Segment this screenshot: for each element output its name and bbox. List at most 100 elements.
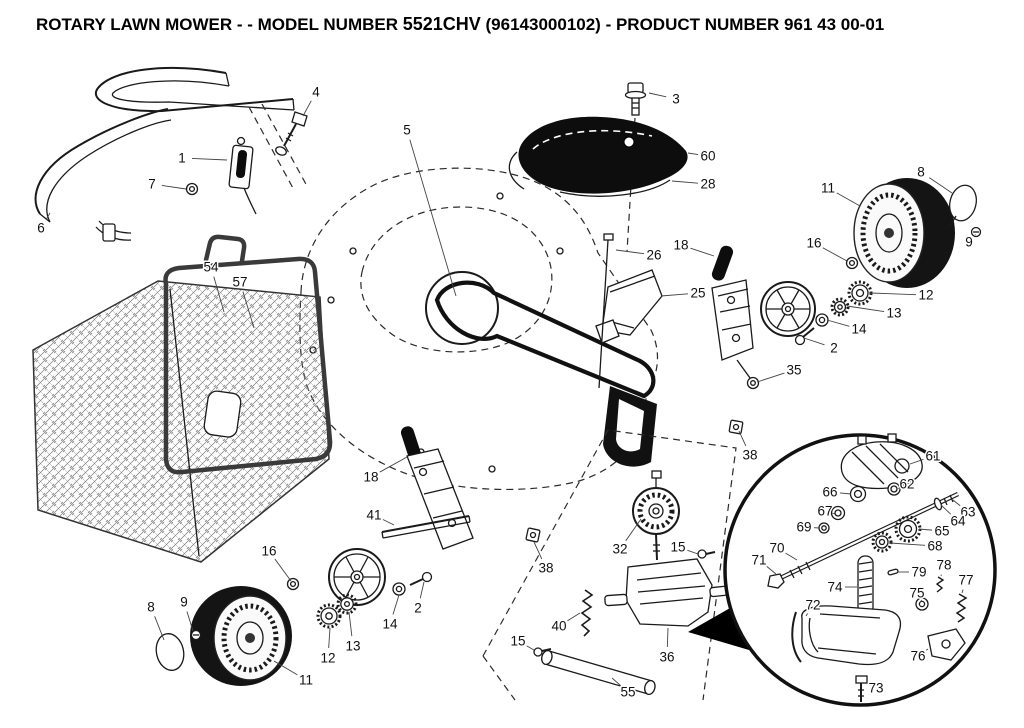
leader-line-71 — [766, 566, 777, 575]
part-callout-11: 11 — [299, 673, 313, 688]
part-callout-12: 12 — [918, 288, 933, 303]
part-callout-57: 57 — [232, 275, 247, 290]
leader-line-18 — [690, 247, 715, 257]
leader-line-54 — [213, 276, 225, 313]
leader-line-3 — [648, 92, 667, 98]
door-rod — [598, 233, 614, 389]
nut-38-left — [525, 527, 541, 543]
part-callout-9: 9 — [180, 595, 188, 610]
leader-line-15 — [687, 549, 699, 555]
leader-lines — [45, 92, 976, 690]
part-callout-54: 54 — [203, 260, 219, 275]
leader-line-38 — [738, 430, 747, 447]
part-callout-6: 6 — [37, 221, 45, 236]
leader-line-77 — [961, 589, 964, 594]
lower-handle — [34, 108, 172, 242]
part-callout-35: 35 — [786, 363, 801, 378]
part-callout-66: 66 — [822, 485, 837, 500]
leader-line-61 — [909, 458, 924, 465]
part-callout-64: 64 — [950, 514, 966, 529]
part-callout-38: 38 — [742, 448, 757, 463]
leader-line-57 — [242, 291, 255, 329]
wheel-assembly-right — [794, 178, 982, 346]
part-callout-2: 2 — [414, 601, 422, 616]
part-callout-61: 61 — [925, 449, 940, 464]
leader-line-7 — [161, 185, 187, 190]
leader-line-76 — [925, 648, 929, 651]
leader-line-41 — [382, 519, 395, 526]
leader-line-64 — [940, 504, 952, 515]
leader-line-16 — [274, 558, 292, 582]
leader-line-12 — [869, 292, 917, 296]
handle-bolt — [275, 111, 308, 156]
part-callout-70: 70 — [769, 541, 784, 556]
model-number: 5521CHV — [402, 14, 481, 34]
part-callout-26: 26 — [646, 248, 661, 263]
leader-line-13 — [348, 611, 353, 637]
leader-line-60 — [687, 152, 699, 155]
leader-line-9 — [186, 611, 194, 632]
adjuster-bar — [381, 515, 471, 539]
title-suffix: (96143000102) - PRODUCT NUMBER 961 43 00… — [480, 15, 885, 34]
part-callout-13: 13 — [886, 306, 901, 321]
detail-view — [688, 433, 997, 707]
leader-line-38 — [533, 541, 543, 560]
part-callout-69: 69 — [796, 520, 811, 535]
part-callout-60: 60 — [700, 149, 715, 164]
leader-line-9 — [974, 234, 976, 236]
leader-line-28 — [671, 180, 699, 184]
part-callout-14: 14 — [382, 617, 398, 632]
part-callout-41: 41 — [366, 508, 381, 523]
part-callout-55: 55 — [620, 685, 635, 700]
leader-line-26 — [615, 249, 645, 255]
drive-belt — [434, 280, 657, 467]
part-callout-28: 28 — [700, 177, 715, 192]
leader-line-2 — [419, 581, 425, 599]
leader-line-11 — [273, 660, 298, 676]
part-callout-5: 5 — [403, 123, 411, 138]
leader-line-11 — [836, 192, 861, 207]
wheel-assembly-left — [155, 586, 292, 686]
wheel-adjuster-left — [286, 548, 433, 629]
page-title: ROTARY LAWN MOWER - - MODEL NUMBER 5521C… — [36, 14, 884, 35]
part-callout-74: 74 — [827, 580, 843, 595]
cover-bolt — [624, 82, 647, 253]
wheel-adjuster-right — [760, 281, 816, 337]
leader-line-6 — [45, 212, 51, 220]
leader-line-63 — [952, 499, 961, 507]
leader-line-75 — [920, 599, 923, 602]
part-callout-38: 38 — [538, 561, 553, 576]
part-callout-62: 62 — [899, 477, 914, 492]
part-callout-11: 11 — [821, 181, 835, 196]
leader-line-35 — [756, 372, 785, 383]
height-lever-right — [711, 245, 760, 435]
leader-line-14 — [826, 319, 850, 327]
leader-line-66 — [839, 492, 852, 495]
part-callout-8: 8 — [917, 165, 925, 180]
part-callout-4: 4 — [312, 85, 320, 100]
leader-line-15 — [526, 645, 535, 651]
part-callout-65: 65 — [934, 524, 949, 539]
bag-frame — [163, 234, 333, 475]
leader-line-2 — [803, 337, 825, 346]
handle-lock-lever — [228, 136, 257, 215]
handle-nut — [185, 182, 199, 196]
part-callout-9: 9 — [965, 235, 973, 250]
part-callout-15: 15 — [510, 634, 525, 649]
leader-line-1 — [191, 157, 228, 161]
leader-line-4 — [302, 100, 312, 117]
part-callout-72: 72 — [805, 598, 820, 613]
part-callout-13: 13 — [345, 639, 360, 654]
leader-line-65 — [918, 528, 933, 531]
leader-line-13 — [846, 305, 885, 312]
part-callout-68: 68 — [927, 539, 942, 554]
leader-line-70 — [785, 552, 798, 561]
part-callout-25: 25 — [690, 286, 705, 301]
leader-line-67 — [831, 512, 835, 515]
part-callout-76: 76 — [910, 649, 925, 664]
part-callout-2: 2 — [830, 341, 838, 356]
part-callout-16: 16 — [806, 236, 821, 251]
part-callout-79: 79 — [911, 565, 926, 580]
leader-line-25 — [660, 293, 689, 297]
